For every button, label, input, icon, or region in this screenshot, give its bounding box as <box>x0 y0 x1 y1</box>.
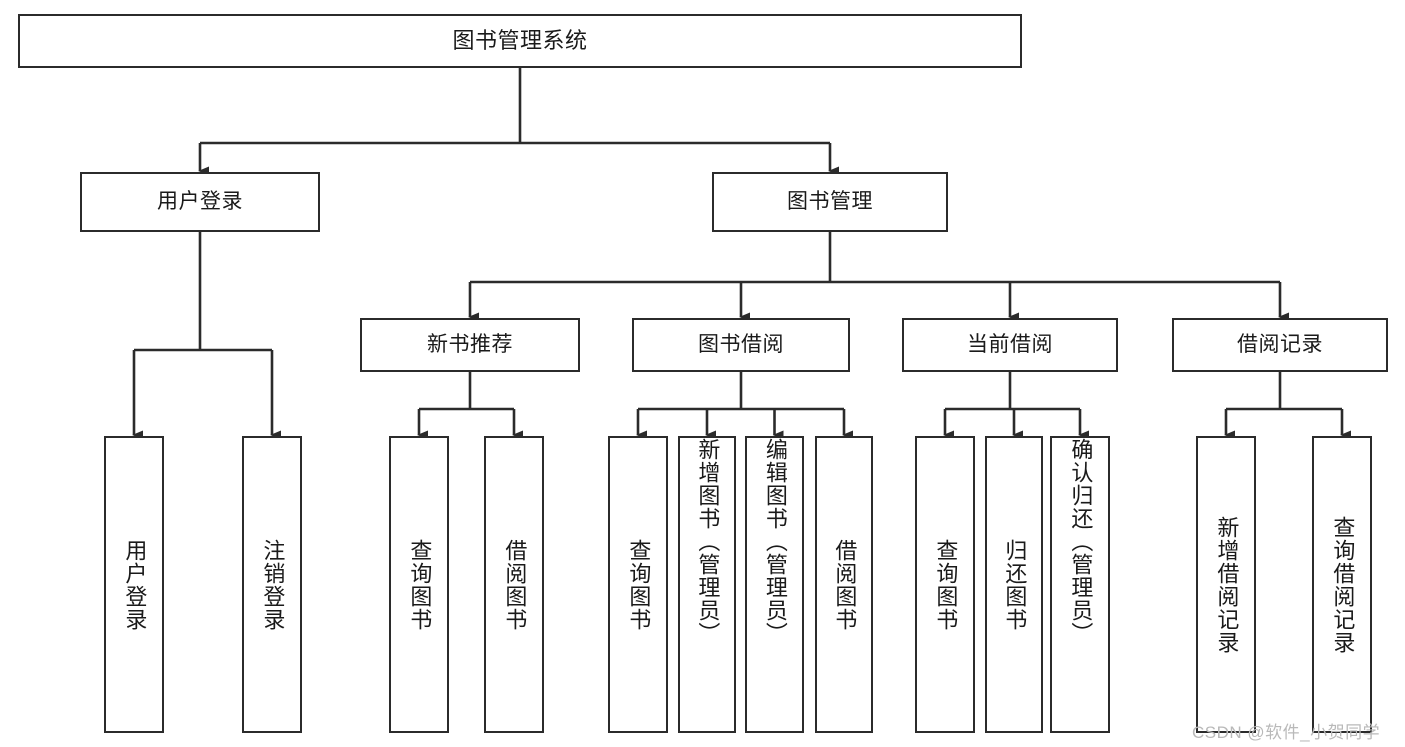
node-label: 借阅图书 <box>832 538 858 631</box>
node-label: 图书管理 <box>787 190 873 214</box>
node-label: 新增借阅记录 <box>1214 515 1240 654</box>
node-label: 查询图书 <box>626 538 652 631</box>
csdn-watermark: CSDN @软件_小贺同学 <box>1192 723 1381 742</box>
node-label: 图书借阅 <box>698 333 784 357</box>
node-l-conf[interactable]: 确认归还（管理员） <box>1050 436 1110 733</box>
node-label: 查询借阅记录 <box>1330 515 1356 654</box>
node-root[interactable]: 图书管理系统 <box>18 14 1022 68</box>
node-l-ret[interactable]: 归还图书 <box>985 436 1043 733</box>
node-newrec[interactable]: 新书推荐 <box>360 318 580 372</box>
node-l-q1[interactable]: 查询图书 <box>389 436 449 733</box>
node-borrow[interactable]: 图书借阅 <box>632 318 850 372</box>
node-label: 归还图书 <box>1002 538 1028 631</box>
node-l-add[interactable]: 新增图书（管理员） <box>678 436 736 733</box>
node-l-qrec[interactable]: 查询借阅记录 <box>1312 436 1372 733</box>
node-current[interactable]: 当前借阅 <box>902 318 1118 372</box>
node-l-edit[interactable]: 编辑图书（管理员） <box>745 436 804 733</box>
node-label: 编辑图书（管理员） <box>762 438 788 645</box>
node-l-q2[interactable]: 查询图书 <box>608 436 668 733</box>
node-label: 借阅图书 <box>502 538 528 631</box>
node-login[interactable]: 用户登录 <box>80 172 320 232</box>
node-label: 新增图书（管理员） <box>695 438 721 645</box>
node-label: 查询图书 <box>933 538 959 631</box>
node-label: 图书管理系统 <box>452 27 588 53</box>
node-l-q3[interactable]: 查询图书 <box>915 436 975 733</box>
node-l-addrec[interactable]: 新增借阅记录 <box>1196 436 1256 733</box>
node-label: 确认归还（管理员） <box>1068 438 1094 645</box>
node-label: 当前借阅 <box>967 333 1053 357</box>
node-bookmgmt[interactable]: 图书管理 <box>712 172 948 232</box>
node-label: 查询图书 <box>407 538 433 631</box>
node-l-b1[interactable]: 借阅图书 <box>484 436 544 733</box>
node-label: 借阅记录 <box>1237 333 1323 357</box>
node-label: 新书推荐 <box>427 333 513 357</box>
node-l-login[interactable]: 用户登录 <box>104 436 164 733</box>
node-label: 注销登录 <box>260 538 286 631</box>
node-l-b2[interactable]: 借阅图书 <box>815 436 873 733</box>
node-label: 用户登录 <box>122 538 148 631</box>
node-records[interactable]: 借阅记录 <box>1172 318 1388 372</box>
node-l-logout[interactable]: 注销登录 <box>242 436 302 733</box>
node-label: 用户登录 <box>157 190 243 214</box>
